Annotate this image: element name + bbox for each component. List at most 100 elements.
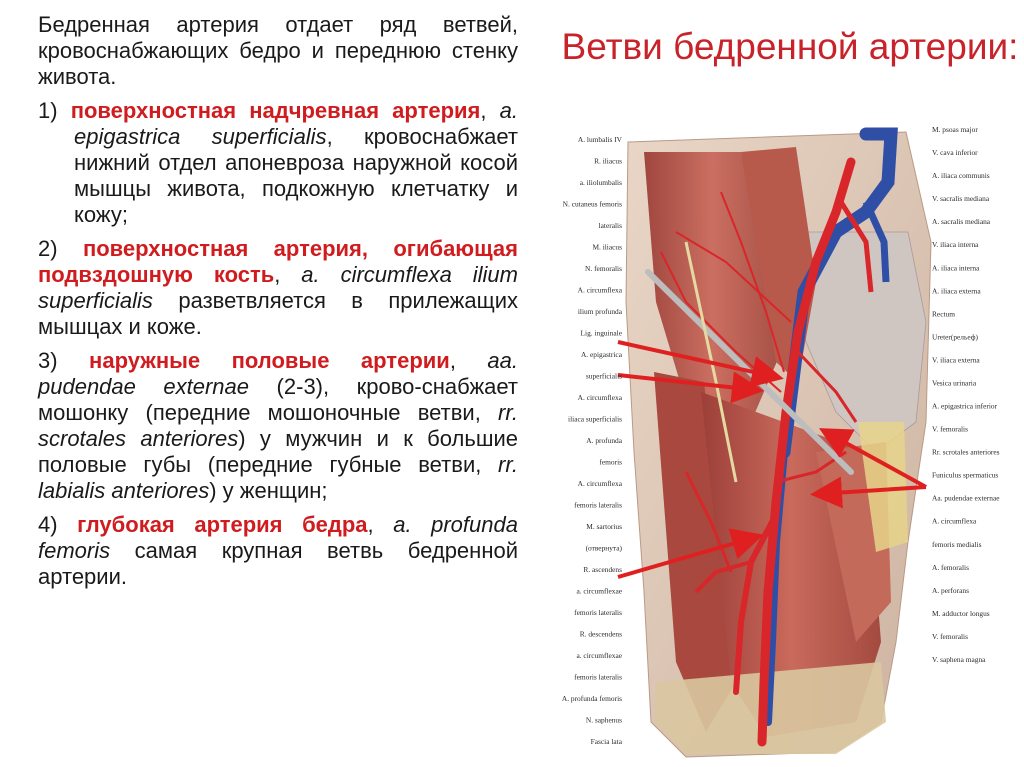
left-label-27: N. saphenus <box>586 716 622 725</box>
item-sep: , <box>449 348 488 373</box>
arrow-profunda <box>617 528 764 579</box>
item-latin-2: rr. scrotales anteriores <box>38 400 518 451</box>
left-label-2: a. iliolumbalis <box>580 178 622 187</box>
item-red-term: глубокая артерия бедра <box>77 512 368 537</box>
item-sep: , <box>367 512 394 537</box>
left-label-22: femoris lateralis <box>574 608 622 617</box>
left-label-28: Fascia lata <box>591 737 623 746</box>
left-label-24: a. circumflexae <box>576 651 622 660</box>
internal-iliac-artery <box>838 200 874 293</box>
right-label-14: Rr. scrotales anteriores <box>932 448 1000 457</box>
right-label-4: A. sacralis mediana <box>932 217 991 226</box>
item-4: 4) глубокая артерия бедра, a. profunda f… <box>38 512 518 590</box>
item-latin: aa. pudendae externae <box>38 348 518 399</box>
item-description-2: ) у мужчин и к большие половые губы (пер… <box>38 426 518 477</box>
item-red-term: поверхностная надчревная артерия <box>70 98 481 123</box>
arrow-pudendae-2 <box>810 476 927 509</box>
right-label-21: M. adductor longus <box>932 609 990 618</box>
left-label-7: A. circumflexa <box>578 286 623 295</box>
right-label-9: Ureter(рельеф) <box>932 332 979 341</box>
right-label-23: V. saphena magna <box>932 655 986 664</box>
right-label-16: Aa. pudendae externae <box>932 494 1000 503</box>
right-label-20: A. perforans <box>932 586 969 595</box>
arrow-circumflexa <box>617 371 764 404</box>
right-labels: M. psoas major V. cava inferior A. iliaca … <box>932 125 1000 664</box>
right-label-11: Vesica urinaria <box>932 379 977 388</box>
left-label-21: a. circumflexae <box>576 587 622 596</box>
left-label-4: lateralis <box>599 221 623 230</box>
left-label-13: iliaca superficialis <box>568 415 622 424</box>
item-red-term: поверхностная артерия, огибающая подвздо… <box>38 236 518 287</box>
right-label-8: Rectum <box>932 309 955 318</box>
item-description: , кровоснабжает нижний отдел апоневроза … <box>74 124 518 227</box>
right-label-5: V. iliaca interna <box>932 240 979 249</box>
left-label-1: R. iliacus <box>594 157 622 166</box>
item-sep: , <box>274 262 302 287</box>
right-label-7: A. iliaca externa <box>932 286 981 295</box>
femoral-nerve <box>684 241 738 483</box>
text-column: Бедренная артерия отдает ряд ветвей, кро… <box>38 12 518 598</box>
item-sep: , <box>480 98 500 123</box>
left-label-23: R. descendens <box>580 630 622 639</box>
item-number: 1) <box>38 98 58 123</box>
right-label-12: A. epigastrica inferior <box>932 402 998 411</box>
right-label-3: V. sacralis mediana <box>932 194 990 203</box>
inferior-epigastric <box>796 350 858 423</box>
internal-iliac-vein <box>862 200 890 283</box>
item-description: (2-3), крово-снабжает мошонку (передние … <box>38 374 518 425</box>
deep-circumflex-iliac <box>675 231 792 323</box>
item-red-term: наружные половые артерии <box>89 348 450 373</box>
right-label-15: Funiculus spermaticus <box>932 471 998 480</box>
arrow-epigastrica <box>617 340 784 388</box>
intro-paragraph: Бедренная артерия отдает ряд ветвей, кро… <box>38 12 518 89</box>
left-label-11: superficialis <box>586 372 622 381</box>
right-label-6: A. iliaca interna <box>932 263 980 272</box>
right-label-18: femoris medialis <box>932 540 982 549</box>
item-latin: a. epigastrica superficialis <box>74 98 518 149</box>
arrow-pudendae-1 <box>818 428 927 489</box>
left-label-18: M. sartorius <box>586 522 622 531</box>
sartorius-muscle <box>654 372 736 732</box>
item-description: самая крупная ветвь бедренной артерии. <box>38 538 518 589</box>
right-label-10: V. iliaca externa <box>932 355 980 364</box>
item-description-3: ) у женщин; <box>209 478 328 503</box>
item-number: 3) <box>38 348 58 373</box>
item-number: 4) <box>38 512 58 537</box>
left-label-0: A. lumbalis IV <box>578 135 623 144</box>
right-label-17: A. circumflexa <box>932 517 977 526</box>
right-label-22: V. femoralis <box>932 632 968 641</box>
left-label-6: N. femoralis <box>585 264 622 273</box>
right-label-19: A. femoralis <box>932 563 969 572</box>
left-label-5: M. iliacus <box>592 243 622 252</box>
left-label-10: A. epigastrica <box>581 350 623 359</box>
item-number: 2) <box>38 236 58 261</box>
left-label-9: Lig. inguinale <box>581 329 623 338</box>
left-label-17: femoris lateralis <box>574 501 622 510</box>
left-labels: A. lumbalis IV R. iliacus a. iliolumbalisN… <box>562 135 623 746</box>
left-label-20: R. ascendens <box>583 565 622 574</box>
left-label-3: N. cutaneus femoris <box>563 200 622 209</box>
left-label-8: ilium profunda <box>578 307 623 316</box>
right-label-1: V. cava inferior <box>932 148 978 157</box>
superficial-epigastric <box>720 191 785 373</box>
item-1: 1) поверхностная надчревная артерия, a. … <box>38 98 518 228</box>
item-description: разветвляется в прилежащих мышцах и коже… <box>38 288 518 339</box>
anatomy-svg: A. lumbalis IV R. iliacus a. iliolumbalisN… <box>562 125 1000 758</box>
left-label-15: femoris <box>599 458 622 467</box>
right-label-13: V. femoralis <box>932 425 968 434</box>
left-label-25: femoris lateralis <box>574 673 622 682</box>
right-label-0: M. psoas major <box>932 125 978 134</box>
ascending-branch <box>684 471 733 573</box>
left-label-26: A. profunda femoris <box>562 694 622 703</box>
left-label-16: A. circumflexa <box>578 479 623 488</box>
callout-arrows <box>617 340 927 579</box>
slide-title: Ветви бедренной артерии: <box>561 26 1019 67</box>
item-2: 2) поверхностная артерия, огибающая подв… <box>38 236 518 340</box>
left-label-14: A. profunda <box>586 436 622 445</box>
item-latin: a. profunda femoris <box>38 512 518 563</box>
item-latin: a. circumflexa ilium superficialis <box>38 262 518 313</box>
left-label-19: (отвернута) <box>586 544 623 553</box>
item-latin-3: rr. labialis anteriores <box>38 452 518 503</box>
left-label-12: A. circumflexa <box>578 393 623 402</box>
